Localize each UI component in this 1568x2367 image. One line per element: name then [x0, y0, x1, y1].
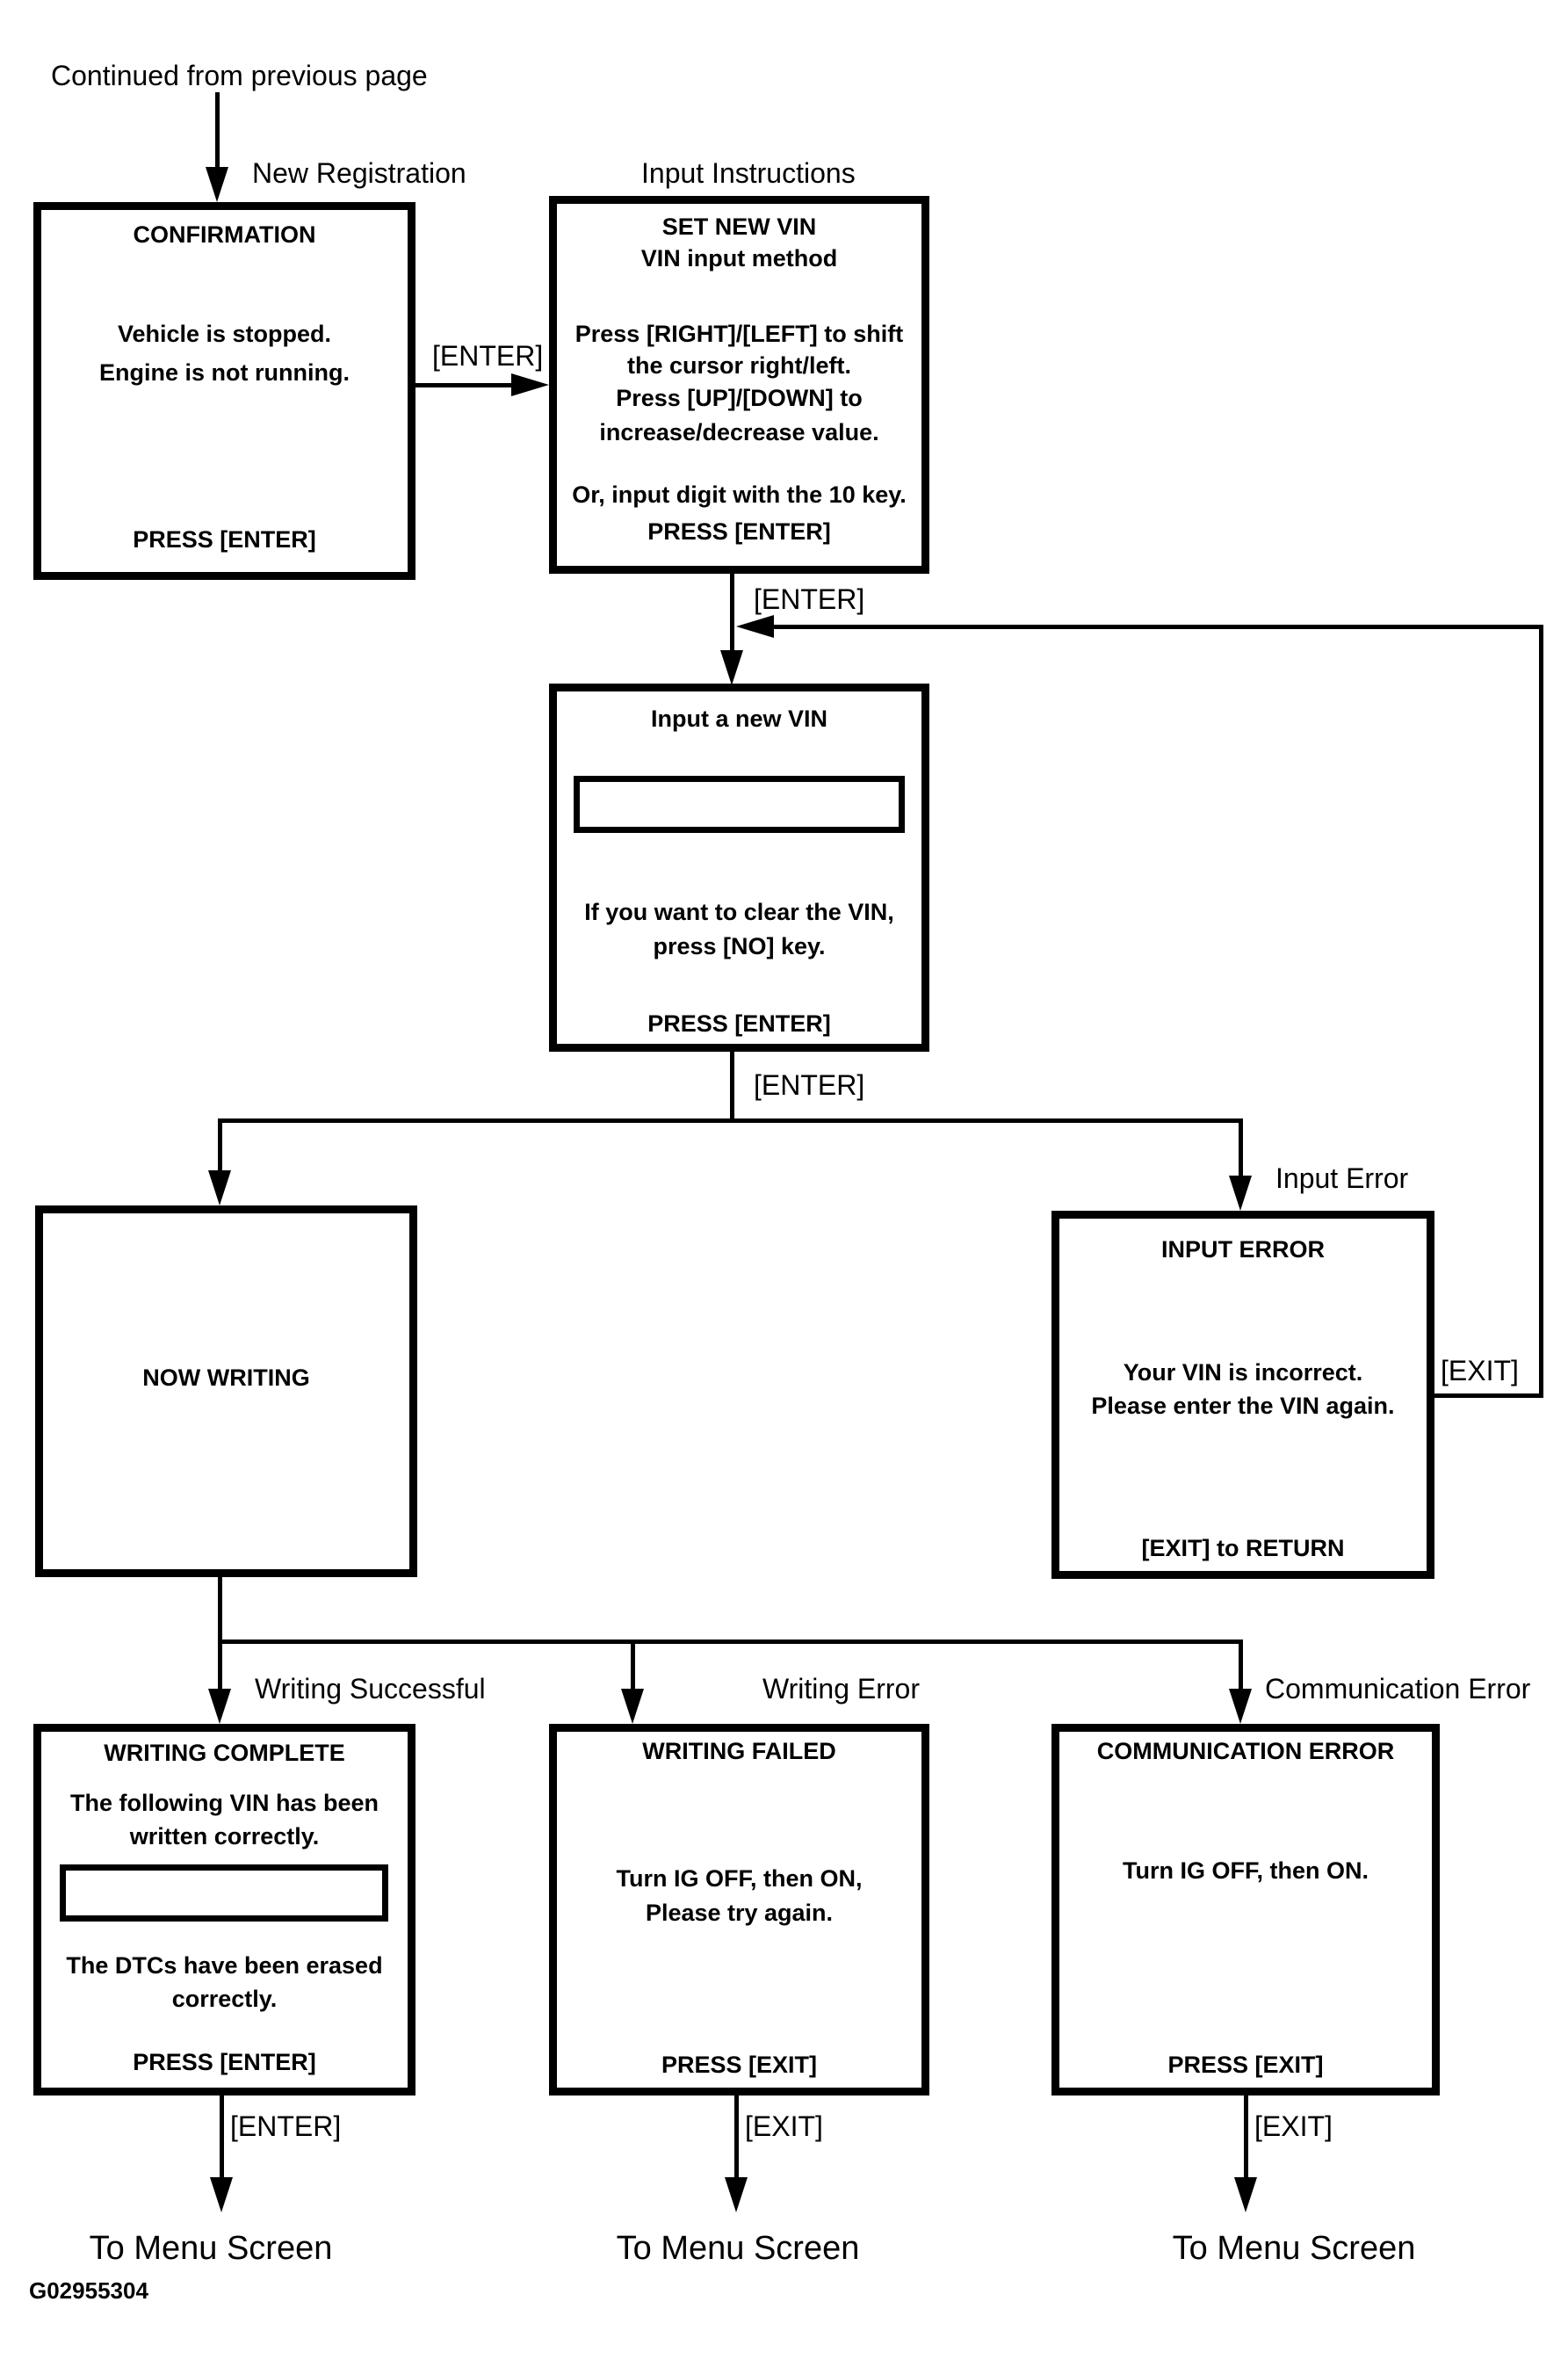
box-line: written correctly.: [129, 1823, 320, 1849]
flow-line: [1239, 1118, 1243, 1177]
box-line: The DTCs have been erased: [66, 1952, 383, 1979]
arrowhead-down-icon: [720, 650, 743, 685]
flow-line: [215, 92, 220, 171]
communication-error-label: Communication Error: [1265, 1673, 1531, 1705]
arrowhead-down-icon: [1229, 1176, 1252, 1211]
flow-line: [734, 2096, 739, 2179]
box-line: Please enter the VIN again.: [1091, 1393, 1395, 1419]
flow-line: [218, 1118, 222, 1173]
box-line: Vehicle is stopped.: [117, 321, 332, 347]
box-title: INPUT ERROR: [1160, 1236, 1325, 1263]
flow-box-confirmation: CONFIRMATION Vehicle is stopped. Engine …: [33, 202, 415, 580]
box-title: WRITING COMPLETE: [104, 1740, 345, 1766]
flow-line: [730, 574, 734, 655]
box-line: Please try again.: [645, 1900, 834, 1926]
flow-box-writing-failed: WRITING FAILED Turn IG OFF, then ON, Ple…: [549, 1724, 929, 2096]
box-footer: PRESS [EXIT]: [1167, 2052, 1324, 2078]
box-line: Turn IG OFF, then ON.: [1123, 1857, 1369, 1884]
exit-edge-label: [EXIT]: [745, 2110, 823, 2142]
box-line: Press [RIGHT]/[LEFT] to shift: [574, 321, 904, 347]
arrowhead-left-icon: [736, 615, 774, 638]
box-title: COMMUNICATION ERROR: [1096, 1738, 1395, 1764]
vin-result-field: [60, 1864, 388, 1922]
flow-line: [218, 1640, 222, 1692]
box-footer: PRESS [EXIT]: [661, 2052, 818, 2078]
flow-line: [730, 1052, 734, 1123]
flow-line: [220, 2096, 224, 2179]
terminal-to-menu-screen: To Menu Screen: [1172, 2230, 1416, 2267]
arrowhead-down-icon: [621, 1689, 644, 1724]
flow-box-communication-error: COMMUNICATION ERROR Turn IG OFF, then ON…: [1051, 1724, 1440, 2096]
arrowhead-down-icon: [725, 2177, 748, 2212]
box-line: The following VIN has been: [69, 1790, 379, 1816]
flow-line: [1239, 1640, 1243, 1692]
flow-box-set-new-vin: SET NEW VIN VIN input method Press [RIGH…: [549, 196, 929, 574]
flow-box-input-new-vin: Input a new VIN If you want to clear the…: [549, 684, 929, 1052]
box-line: Press [UP]/[DOWN] to: [616, 385, 863, 411]
box-footer: PRESS [ENTER]: [647, 518, 831, 545]
continued-from-label: Continued from previous page: [51, 60, 428, 91]
flow-line: [1539, 625, 1543, 1398]
figure-id-label: G02955304: [29, 2277, 148, 2304]
exit-edge-label: [EXIT]: [1254, 2110, 1333, 2142]
box-line: Engine is not running.: [99, 359, 350, 386]
box-title: SET NEW VIN: [661, 214, 817, 240]
box-title: WRITING FAILED: [642, 1738, 836, 1764]
flow-line: [631, 1640, 635, 1692]
box-line: press [NO] key.: [653, 933, 826, 959]
flow-line: [770, 625, 1543, 629]
box-footer: PRESS [ENTER]: [133, 2049, 316, 2075]
arrowhead-down-icon: [1229, 1689, 1252, 1724]
box-title: Input a new VIN: [650, 706, 827, 732]
box-line: If you want to clear the VIN,: [584, 899, 894, 925]
flow-line: [218, 1577, 222, 1644]
arrowhead-down-icon: [210, 2177, 233, 2212]
enter-edge-label: [ENTER]: [754, 583, 865, 615]
flow-line: [1434, 1393, 1543, 1398]
writing-successful-label: Writing Successful: [255, 1673, 486, 1705]
input-instructions-label: Input Instructions: [641, 157, 856, 189]
box-line: Turn IG OFF, then ON,: [616, 1865, 863, 1892]
exit-edge-label: [EXIT]: [1441, 1355, 1519, 1386]
arrowhead-down-icon: [206, 167, 228, 202]
enter-edge-label: [ENTER]: [754, 1069, 865, 1101]
new-registration-label: New Registration: [252, 157, 466, 189]
box-line: Your VIN is incorrect.: [1123, 1359, 1363, 1386]
arrowhead-right-icon: [511, 373, 549, 396]
terminal-to-menu-screen: To Menu Screen: [89, 2230, 333, 2267]
box-title: CONFIRMATION: [133, 221, 316, 248]
box-line: Or, input digit with the 10 key.: [572, 481, 907, 508]
enter-edge-label: [ENTER]: [432, 340, 544, 372]
arrowhead-down-icon: [1234, 2177, 1257, 2212]
input-error-label: Input Error: [1275, 1162, 1409, 1194]
vin-input-field: [574, 776, 905, 833]
arrowhead-down-icon: [208, 1689, 231, 1724]
enter-edge-label: [ENTER]: [230, 2110, 342, 2142]
box-footer: [EXIT] to RETURN: [1141, 1535, 1345, 1561]
box-title: NOW WRITING: [142, 1364, 310, 1391]
box-footer: PRESS [ENTER]: [133, 526, 316, 553]
flow-line: [218, 1118, 1243, 1123]
box-line: correctly.: [171, 1986, 278, 2012]
writing-error-label: Writing Error: [762, 1673, 920, 1705]
box-line: increase/decrease value.: [599, 419, 879, 445]
flow-box-writing-complete: WRITING COMPLETE The following VIN has b…: [33, 1724, 415, 2096]
box-line: the cursor right/left.: [626, 352, 852, 379]
flow-line: [218, 1640, 1243, 1644]
box-title: VIN input method: [640, 245, 838, 271]
box-footer: PRESS [ENTER]: [647, 1010, 831, 1037]
terminal-to-menu-screen: To Menu Screen: [616, 2230, 860, 2267]
flow-line: [415, 383, 514, 387]
flow-box-now-writing: NOW WRITING: [35, 1205, 417, 1577]
arrowhead-down-icon: [208, 1170, 231, 1205]
flow-line: [1244, 2096, 1248, 2179]
flow-box-input-error: INPUT ERROR Your VIN is incorrect. Pleas…: [1051, 1211, 1434, 1579]
